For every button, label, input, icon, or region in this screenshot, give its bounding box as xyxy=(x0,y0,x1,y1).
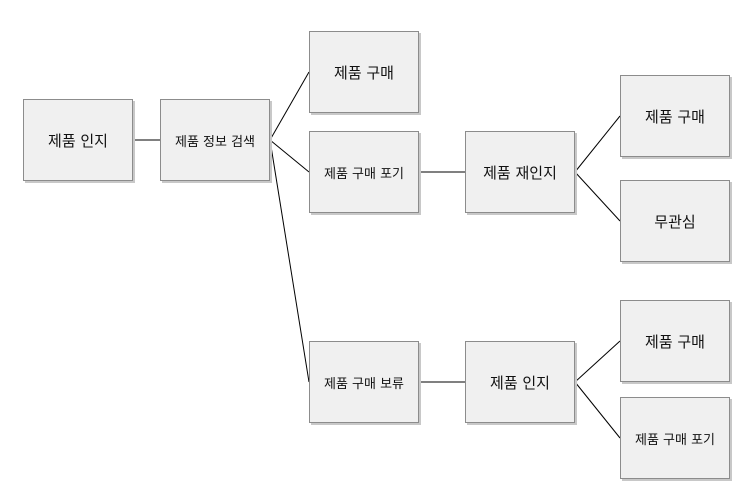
edge-info-search-to-hold xyxy=(269,139,310,383)
node-label: 제품 구매 xyxy=(645,332,705,351)
node-purchase-abandon-top: 제품 구매 포기 xyxy=(309,131,419,213)
node-label: 제품 구매 포기 xyxy=(634,432,716,448)
node-label: 제품 정보 검색 xyxy=(174,134,256,150)
edge-reawareness-to-purchase xyxy=(574,115,621,173)
node-label: 제품 구매 보류 xyxy=(323,376,405,392)
edge-info-search-to-abandon xyxy=(269,139,310,173)
node-product-purchase-upper-right: 제품 구매 xyxy=(620,75,730,157)
node-product-info-search: 제품 정보 검색 xyxy=(160,99,270,181)
node-label: 제품 구매 포기 xyxy=(323,166,405,182)
node-label: 제품 인지 xyxy=(48,131,108,150)
node-label: 무관심 xyxy=(654,212,696,231)
edge-awareness-to-purchase xyxy=(574,340,621,383)
node-purchase-hold: 제품 구매 보류 xyxy=(309,341,419,423)
edge-info-search-to-purchase xyxy=(269,71,310,141)
node-product-purchase-top: 제품 구매 xyxy=(309,31,419,113)
edge-reawareness-to-indifference xyxy=(574,171,621,222)
edge-awareness-to-abandon xyxy=(574,381,621,439)
node-product-reawareness: 제품 재인지 xyxy=(465,131,575,213)
node-label: 제품 인지 xyxy=(490,373,550,392)
node-product-awareness-lower: 제품 인지 xyxy=(465,341,575,423)
node-label: 제품 재인지 xyxy=(483,163,557,182)
node-product-awareness: 제품 인지 xyxy=(23,99,133,181)
node-label: 제품 구매 xyxy=(334,63,394,82)
node-indifference: 무관심 xyxy=(620,180,730,262)
node-label: 제품 구매 xyxy=(645,107,705,126)
node-product-purchase-lower-right: 제품 구매 xyxy=(620,300,730,382)
node-purchase-abandon-lower-right: 제품 구매 포기 xyxy=(620,397,730,479)
